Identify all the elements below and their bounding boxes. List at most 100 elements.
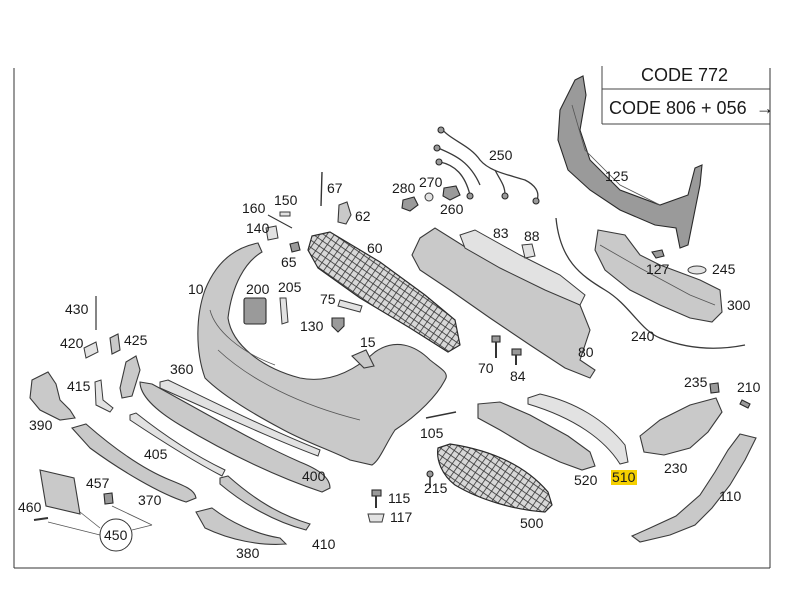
part-140-bracket: [265, 225, 279, 241]
label-110: 110: [719, 488, 742, 504]
label-410: 410: [312, 536, 336, 552]
part-88-clip: [521, 243, 536, 259]
label-83: 83: [493, 225, 509, 241]
label-260: 260: [440, 201, 464, 217]
label-84: 84: [510, 368, 526, 384]
part-390-bracket: [29, 371, 76, 421]
label-80: 80: [578, 344, 594, 360]
label-400: 400: [302, 468, 326, 484]
label-500: 500: [520, 515, 544, 531]
label-250: 250: [489, 147, 513, 163]
label-88: 88: [524, 228, 540, 244]
label-230: 230: [664, 460, 688, 476]
part-67-pin: [320, 171, 323, 207]
part-215-fastener: [426, 470, 434, 488]
label-67: 67: [327, 180, 343, 196]
part-130-rivet: [331, 317, 345, 333]
label-65: 65: [281, 254, 297, 270]
part-10-bumper-cover: [197, 242, 447, 466]
part-65-clip: [289, 241, 301, 253]
part-125-upper-carrier: [557, 75, 703, 249]
label-415: 415: [67, 378, 91, 394]
label-127: 127: [646, 261, 670, 277]
label-425: 425: [124, 332, 148, 348]
part-105-pin: [425, 411, 457, 419]
part-230-bracket: [639, 397, 723, 456]
part-127-clip: [651, 249, 665, 259]
part-520-bracket: [477, 401, 596, 471]
label-130: 130: [300, 318, 324, 334]
part-62-bracket: [337, 201, 352, 225]
label-270: 270: [419, 174, 443, 190]
label-62: 62: [355, 208, 371, 224]
part-83-support: [459, 229, 586, 306]
label-460: 460: [18, 499, 42, 515]
parts-115-117-fasteners: [367, 489, 385, 523]
part-415-bracket: [94, 379, 114, 413]
label-457: 457: [86, 475, 110, 491]
part-425-clip: [109, 333, 121, 355]
part-420-clip: [83, 341, 99, 359]
label-70: 70: [478, 360, 494, 376]
code-label-primary: CODE 772: [641, 65, 728, 85]
part-410-strip: [219, 475, 311, 531]
label-200: 200: [246, 281, 270, 297]
part-425-trim: [119, 355, 141, 399]
part-235-clip: [709, 382, 720, 394]
label-10: 10: [188, 281, 204, 297]
part-150-pin: [279, 211, 291, 217]
label-420: 420: [60, 335, 84, 351]
part-110-side-bracket: [630, 433, 757, 543]
part-400-trim-strip: [159, 379, 321, 457]
label-210: 210: [737, 379, 761, 395]
label-60: 60: [367, 240, 383, 256]
part-240-wire: [555, 217, 746, 349]
part-15-trim: [351, 349, 375, 369]
label-215: 215: [424, 480, 448, 496]
label-205: 205: [278, 279, 302, 295]
part-460-screw: [33, 517, 49, 521]
label-380: 380: [236, 545, 260, 561]
label-75: 75: [320, 291, 336, 307]
part-labels: 10 15 60 62 65 67 70 75 80 83 84 88 105 …: [18, 147, 761, 561]
label-450: 450: [104, 527, 128, 543]
part-300-lower-carrier: [594, 229, 723, 323]
part-457-clip: [103, 492, 114, 505]
parts-70-84-fasteners: [491, 335, 522, 365]
label-510: 510: [612, 469, 636, 485]
label-370: 370: [138, 492, 162, 508]
part-200-radar: [243, 297, 267, 325]
part-210-screw: [739, 399, 751, 409]
part-510-strip: [527, 393, 629, 465]
label-235: 235: [684, 374, 708, 390]
label-150: 150: [274, 192, 298, 208]
part-450-plate-holder: [39, 469, 81, 515]
group-450-circle: [99, 518, 133, 552]
label-520: 520: [574, 472, 598, 488]
label-405: 405: [144, 446, 168, 462]
label-140: 140: [246, 220, 270, 236]
part-205-bracket: [279, 297, 289, 325]
part-370-strip: [71, 423, 197, 503]
part-500-lower-grille: [437, 443, 553, 513]
label-245: 245: [712, 261, 736, 277]
label-117: 117: [390, 509, 413, 525]
parts-260-280-sensors: [401, 185, 461, 212]
highlight-510: [611, 470, 637, 485]
part-405-strip: [129, 412, 226, 477]
label-300: 300: [727, 297, 751, 313]
label-105: 105: [420, 425, 444, 441]
label-115: 115: [388, 490, 411, 506]
part-250-harness: [440, 127, 539, 201]
code-box: CODE 772 CODE 806 + 056 →: [601, 65, 774, 125]
code-arrow-icon: →: [756, 98, 774, 118]
part-360-trim: [139, 381, 331, 493]
label-390: 390: [29, 417, 53, 433]
code-label-secondary: CODE 806 + 056: [609, 98, 747, 118]
part-75-clip: [337, 299, 363, 313]
label-160: 160: [242, 200, 266, 216]
label-240: 240: [631, 328, 655, 344]
label-430: 430: [65, 301, 89, 317]
frame-lines: [13, 68, 771, 569]
